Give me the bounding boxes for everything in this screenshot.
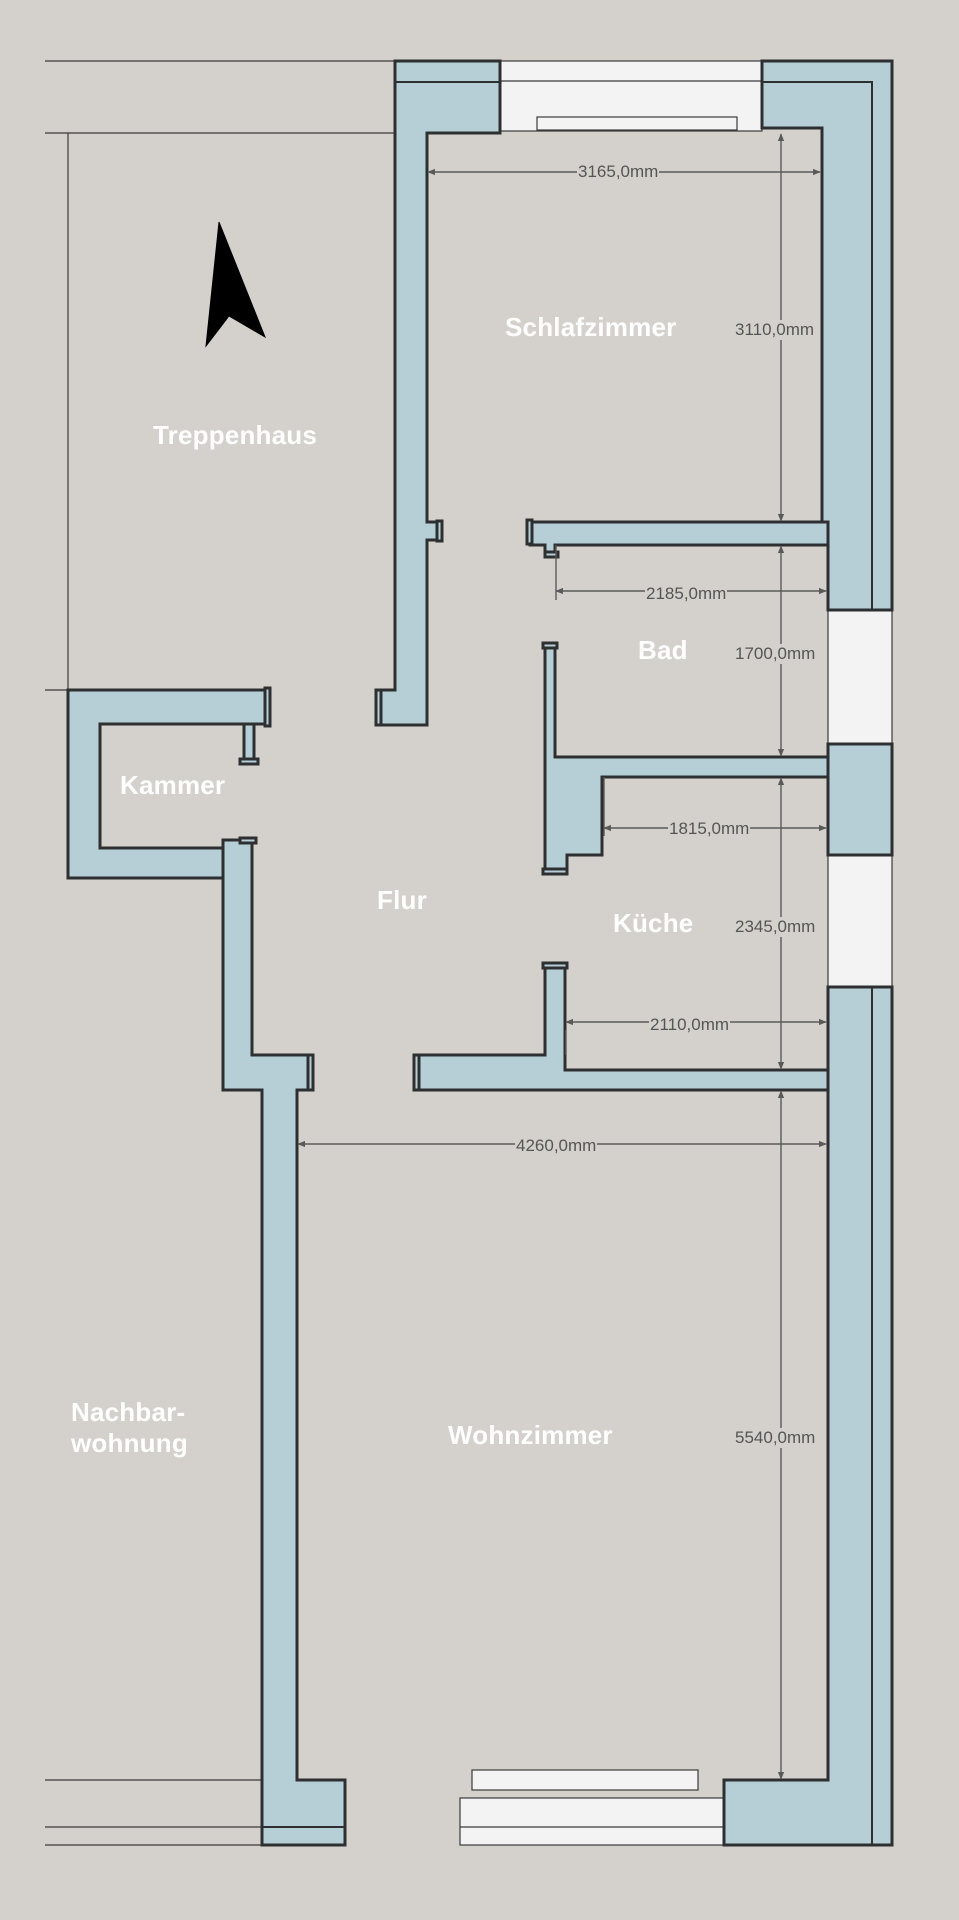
dim-label-wohnzimmer-width: 4260,0mm (515, 1136, 598, 1156)
wall-left-bedroom (375, 59, 502, 727)
wall-kueche-wohn (415, 963, 830, 1092)
door-jamb-wohn-right (412, 1053, 421, 1092)
dim-label-bad-depth: 1700,0mm (734, 644, 817, 664)
window-right-upper (827, 609, 893, 745)
dim-label-kueche-lower-width: 2110,0mm (649, 1015, 731, 1035)
room-label-treppenhaus: Treppenhaus (153, 420, 318, 450)
door-jamb-bad-top-2 (543, 550, 560, 559)
wall-left-flur (221, 838, 347, 1847)
door-jamb-flur-left (374, 688, 383, 727)
window-right-lower (827, 854, 893, 988)
door-jamb-wohn-left (306, 1053, 315, 1092)
dim-label-bad-width: 2185,0mm (645, 584, 728, 604)
door-jamb-bad-top (525, 518, 534, 546)
door-jamb-kammer-bottom (238, 836, 258, 845)
wall-bedroom-bad (528, 520, 830, 557)
window-sill-top (536, 116, 738, 131)
dim-label-schlafzimmer-width: 3165,0mm (577, 162, 660, 182)
room-label-schlafzimmer: Schlafzimmer (505, 312, 677, 342)
walls (66, 59, 894, 1847)
wall-right-lower (722, 985, 894, 1847)
door-jamb-bad-left (541, 641, 559, 650)
dim-label-wohnzimmer-depth: 5540,0mm (734, 1428, 817, 1448)
door-jamb-kammer-stub (238, 757, 260, 766)
door-jamb-kueche (541, 961, 569, 970)
room-label-flur: Flur (377, 885, 427, 915)
door-jamb-kammer-top (263, 686, 272, 728)
wall-right-middle (826, 742, 894, 857)
room-label-wohnzimmer: Wohnzimmer (448, 1420, 613, 1450)
room-label-kammer: Kammer (120, 770, 226, 800)
windows (459, 60, 893, 1846)
room-label-bad: Bad (638, 635, 688, 665)
room-label-nachbarwohnung-line2: wohnung (71, 1428, 188, 1458)
dim-label-kueche-upper-width: 1815,0mm (668, 819, 751, 839)
room-label-nachbarwohnung-line1: Nachbar- (71, 1397, 186, 1427)
door-jamb-bedroom-left (435, 519, 444, 543)
door-jamb-bad-bottom (541, 867, 569, 876)
context-lines (45, 60, 395, 1846)
dimension-lines (297, 133, 827, 1780)
window-sill-bottom (471, 1769, 699, 1791)
dim-label-schlafzimmer-depth: 3110,0mm (734, 320, 816, 340)
room-label-kueche: Küche (613, 908, 694, 938)
wall-inner-lines (262, 81, 873, 1845)
window-bottom (459, 1797, 725, 1846)
wall-kammer-stub (242, 722, 256, 764)
north-arrow-icon (205, 221, 267, 348)
dim-label-kueche-depth: 2345,0mm (734, 917, 817, 937)
